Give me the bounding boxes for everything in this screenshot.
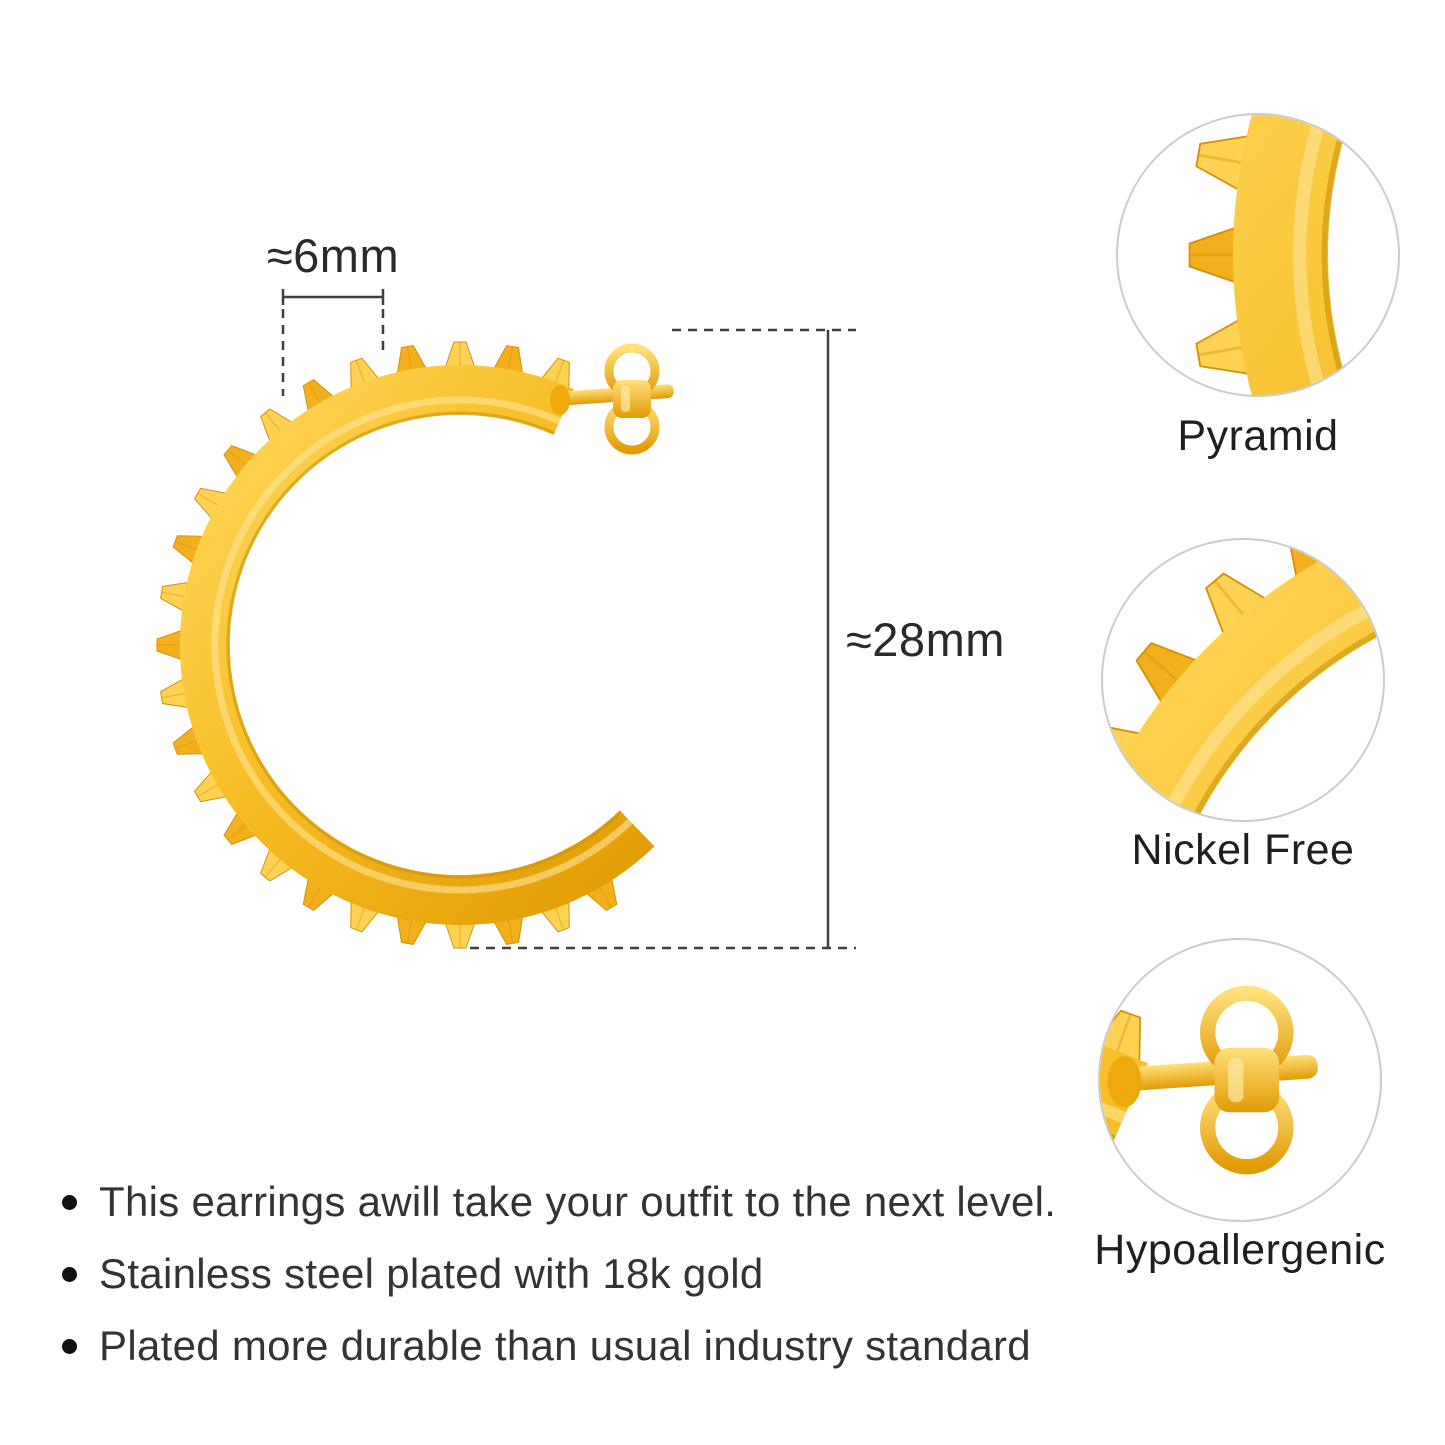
bullet-dot xyxy=(62,1266,77,1282)
bullet-dot xyxy=(62,1194,77,1210)
bullet-dot xyxy=(62,1338,77,1354)
earring-illustration xyxy=(156,341,674,949)
feature-circle-pyramid xyxy=(1116,113,1400,397)
width-dimension-lines xyxy=(281,289,385,396)
hoop-band-seam xyxy=(226,411,623,879)
feature-label-hypoallergenic: Hypoallergenic xyxy=(1094,1226,1386,1274)
hoop-band xyxy=(179,365,655,925)
product-bullet-list: This earrings awill take your outfit to … xyxy=(62,1178,1172,1394)
bullet-text: Stainless steel plated with 18k gold xyxy=(99,1250,764,1297)
bullet-text: This earrings awill take your outfit to … xyxy=(99,1178,1057,1225)
feature-circle-hypoallergenic xyxy=(1098,938,1382,1222)
bullet-text: Plated more durable than usual industry … xyxy=(99,1322,1031,1369)
width-measurement-label: ≈6mm xyxy=(266,229,400,282)
feature-label-pyramid: Pyramid xyxy=(1177,412,1339,460)
bullet-item: Plated more durable than usual industry … xyxy=(62,1322,1172,1370)
feature-label-nickel-free: Nickel Free xyxy=(1131,826,1355,874)
earring-post-and-back xyxy=(550,343,674,455)
bullet-item: This earrings awill take your outfit to … xyxy=(62,1178,1172,1226)
height-measurement-label: ≈28mm xyxy=(846,613,1005,666)
hoop-band-highlight xyxy=(211,396,633,894)
bullet-item: Stainless steel plated with 18k gold xyxy=(62,1250,1172,1298)
height-dimension-lines xyxy=(470,328,856,950)
feature-circle-nickel-free xyxy=(1101,538,1385,822)
